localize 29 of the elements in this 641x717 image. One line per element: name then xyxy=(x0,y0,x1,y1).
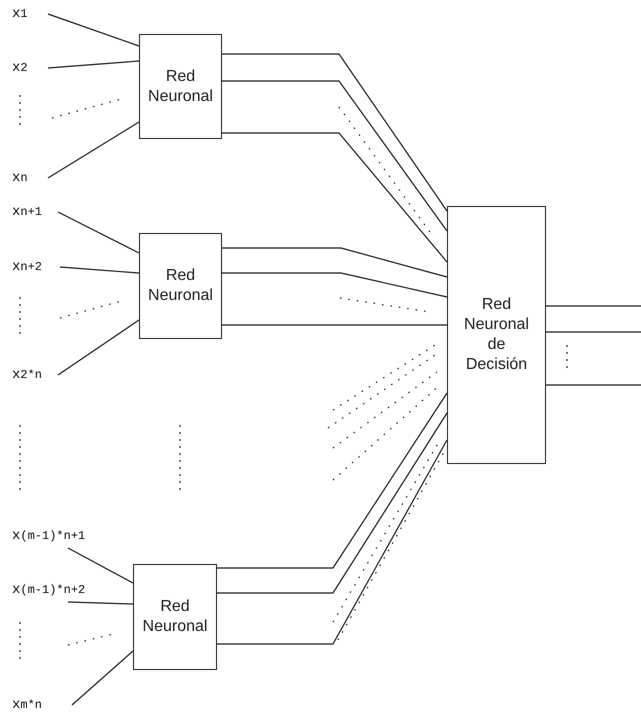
connector-line xyxy=(222,80,448,232)
connector-line xyxy=(222,53,448,212)
connector-line xyxy=(72,650,134,706)
network-box xyxy=(139,233,222,339)
connector-line xyxy=(68,601,134,605)
connector-line xyxy=(48,60,140,69)
connector-line xyxy=(222,324,447,326)
network-box xyxy=(133,564,217,670)
connector-line xyxy=(222,132,448,262)
connector-line xyxy=(60,266,140,274)
connector-line xyxy=(217,392,448,569)
connector-line xyxy=(58,211,140,254)
network-box xyxy=(447,206,546,464)
connector-line xyxy=(48,13,140,47)
connector-line xyxy=(546,331,641,333)
connector-line xyxy=(68,547,134,584)
network-box xyxy=(139,34,222,139)
connector-line xyxy=(222,272,448,298)
connector-line xyxy=(58,320,140,376)
box-label: Red Neuronal xyxy=(147,266,214,306)
connector-line xyxy=(217,440,448,645)
connector-line xyxy=(546,305,641,307)
connector-line xyxy=(546,384,641,386)
connector-line xyxy=(217,412,448,594)
box-label: Red Neuronal xyxy=(147,66,214,106)
connector-line xyxy=(48,121,140,179)
connector-line xyxy=(222,247,448,278)
box-label: Red Neuronal de Decisión xyxy=(463,295,530,375)
box-label: Red Neuronal xyxy=(142,597,208,637)
